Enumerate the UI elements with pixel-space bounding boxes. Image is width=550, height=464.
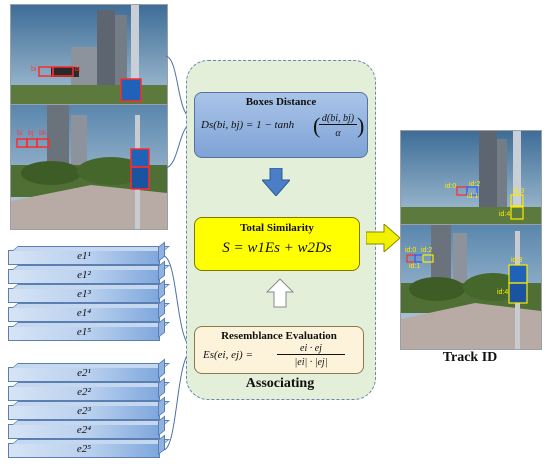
track-id-label: id:1	[409, 263, 421, 270]
boxes-distance-formula-lhs: Ds(bi, bj) = 1 − tanh	[201, 119, 295, 131]
resemblance-numerator: ei · ej	[277, 343, 345, 355]
feature-label: e2¹	[77, 367, 91, 379]
det-label-bi-top: bi	[31, 66, 37, 73]
track-id-label: id:4	[497, 289, 509, 296]
track-id-label: id:3	[513, 188, 525, 195]
paren-right: )	[357, 113, 365, 138]
total-similarity-formula: S = w1Es + w2Ds	[222, 240, 332, 256]
resemblance-denominator: |ei| · |ej|	[294, 357, 328, 368]
boxes-distance-title: Boxes Distance	[245, 96, 317, 108]
det-label-bk-bottom: bk	[39, 130, 47, 137]
output-frame-top: id:0 id:1 id:2 id:3 id:4	[400, 130, 542, 226]
input-frame-top: bi bj	[10, 4, 168, 106]
det-label-bj-bottom: bj	[28, 130, 34, 137]
feature-label: e2⁵	[76, 443, 92, 455]
up-arrow-icon	[266, 278, 294, 308]
track-id-label: id:2	[421, 247, 433, 254]
feature-label: e1¹	[77, 250, 91, 262]
feature-label: e2³	[77, 405, 91, 417]
feature-label: e1³	[77, 288, 91, 300]
track-id-label: id:0	[445, 183, 457, 190]
resemblance-title: Resemblance Evaluation	[221, 330, 337, 342]
resemblance-formula-lhs: Es(ei, ej) =	[203, 349, 253, 361]
associating-label: Associating	[245, 376, 315, 391]
det-label-bi-bottom: bi	[17, 130, 23, 137]
feature-label: e1⁵	[76, 326, 92, 338]
boxes-distance-numerator: d(bi, bj)	[319, 113, 357, 125]
resemblance-evaluation-box: Resemblance Evaluation Es(ei, ej) = ei ·…	[194, 326, 364, 374]
feature-label: e2⁴	[76, 424, 92, 436]
paren-left: (	[313, 113, 321, 138]
track-id-label: id:0	[405, 247, 417, 254]
feature-bar: e1⁵	[8, 326, 160, 341]
down-arrow-icon	[262, 168, 290, 196]
total-similarity-box: Total Similarity S = w1Es + w2Ds	[194, 217, 360, 271]
track-id-label: id:4	[499, 211, 511, 218]
total-similarity-title: Total Similarity	[240, 222, 314, 234]
track-id-label: id:1	[467, 193, 479, 200]
right-arrow-icon	[366, 224, 400, 252]
boxes-distance-box: Boxes Distance Ds(bi, bj) = 1 − tanh ( d…	[194, 92, 368, 158]
feature-label: e2²	[77, 386, 91, 398]
output-frame-bottom: id:0 id:1 id:2 id:3 id:4	[400, 224, 542, 350]
feature-label: e1²	[77, 269, 91, 281]
feature-bar: e2⁵	[8, 443, 160, 458]
track-id-caption: Track ID	[442, 350, 498, 365]
input-frame-bottom: bi bj bk	[10, 104, 168, 230]
boxes-distance-denominator: α	[335, 128, 341, 139]
track-id-label: id:2	[469, 181, 481, 188]
det-label-bj-top: bj	[75, 66, 81, 73]
track-id-label: id:3	[511, 257, 523, 264]
feature-label: e1⁴	[76, 307, 92, 319]
